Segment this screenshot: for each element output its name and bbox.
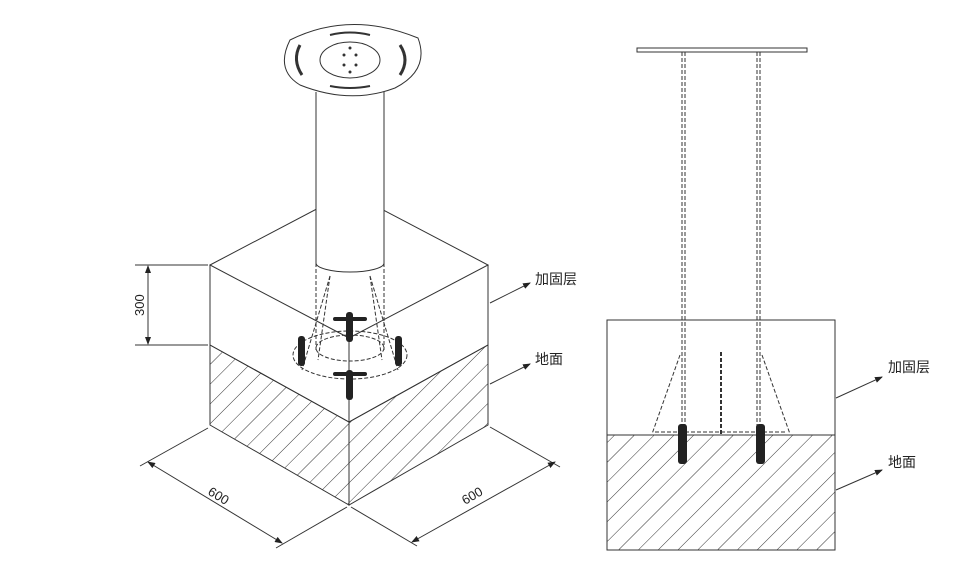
ground-right-face [348, 344, 489, 506]
anchor-bolts [298, 312, 402, 400]
side-view [606, 47, 883, 551]
ground-left-face [209, 344, 350, 506]
label-ground: 地面 [535, 352, 563, 368]
column [292, 92, 408, 400]
iso-block [208, 191, 490, 506]
dim-height-label: 300 [132, 294, 147, 316]
top-plate [283, 24, 422, 97]
side-label-reinforced-layer: 加固层 [888, 360, 930, 376]
dim-width-right-label: 600 [459, 484, 485, 508]
label-reinforced-layer: 加固层 [535, 272, 577, 288]
dim-width-left-label: 600 [205, 484, 231, 508]
ground-section [606, 434, 836, 551]
dimension-lines [135, 264, 561, 549]
side-label-ground: 地面 [888, 455, 916, 471]
side-anchor-bolts [678, 424, 765, 464]
side-top-plate [636, 47, 808, 53]
reinforced-layer-section [606, 319, 836, 436]
